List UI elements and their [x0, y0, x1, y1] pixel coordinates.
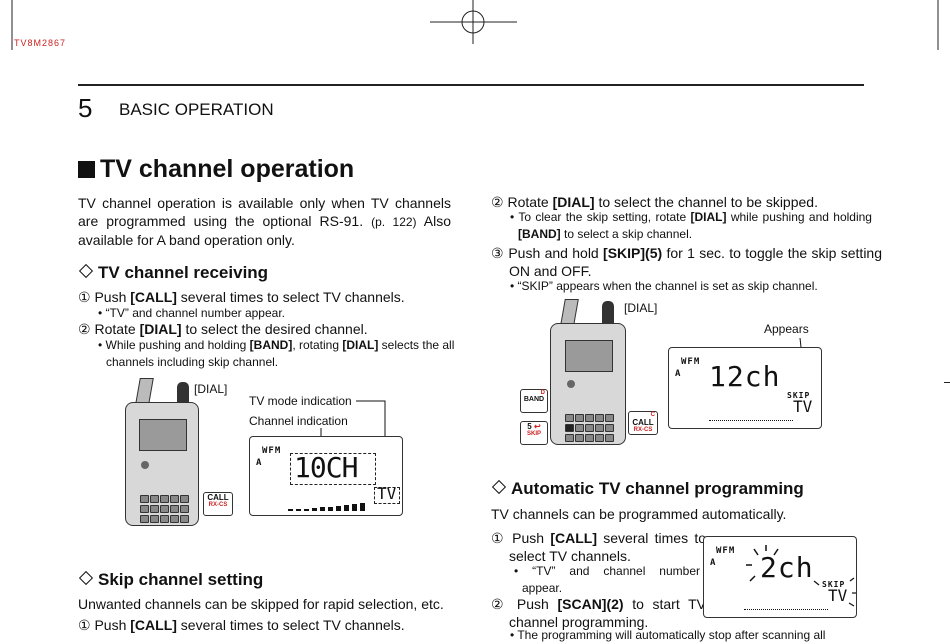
section-title: BASIC OPERATION: [119, 100, 274, 119]
signal-meter: [288, 503, 365, 511]
skip-indicator: SKIP: [822, 580, 846, 589]
appears-label: Appears: [764, 322, 809, 336]
skip-5-button[interactable]: 5 ↩ SKIP: [520, 421, 548, 445]
heading-automatic-tv-programming: Automatic TV channel programming: [491, 479, 804, 499]
dial-label-1: [DIAL]: [194, 382, 228, 396]
receiving-note-1: • “TV” and channel number appear.: [98, 306, 285, 320]
auto-note-1: • “TV” and channel number appear.: [514, 564, 700, 595]
edge-tick: [944, 382, 950, 383]
dial-label-2: [DIAL]: [624, 301, 658, 315]
auto-step-1: ① Push [CALL] several times to select TV…: [491, 530, 706, 564]
tv-dashed-box: [374, 487, 400, 504]
signal-meter: [709, 420, 793, 421]
band-indicator: A: [675, 369, 682, 379]
channel-dashed-box: [290, 453, 376, 485]
wfm-indicator: WFM: [681, 357, 701, 367]
tv-mode-indication-label: TV mode indication: [249, 394, 352, 408]
channel-number: 10CH: [294, 451, 358, 484]
channel-indication-label: Channel indication: [249, 414, 348, 428]
registration-marks: [11, 0, 939, 50]
auto-intro: TV channels can be programmed automatica…: [491, 506, 787, 522]
wfm-indicator: WFM: [716, 546, 736, 556]
skip-step-1: ① Push [CALL] several times to select TV…: [78, 617, 405, 633]
heading-tv-channel-receiving: TV channel receiving: [78, 263, 268, 283]
receiving-step-2: ② Rotate [DIAL] to select the desired ch…: [78, 321, 368, 337]
heading-skip-channel-setting: Skip channel setting: [78, 570, 263, 590]
blink-marks: [746, 545, 779, 582]
header-rule: [78, 84, 864, 86]
skip-note-3: • “SKIP” appears when the channel is set…: [510, 279, 818, 293]
auto-note-2: • The programming will automatically sto…: [510, 628, 826, 642]
auto-step-2: ② Push [SCAN](2) to start TV channel pro…: [491, 596, 706, 630]
skip-intro: Unwanted channels can be skipped for rap…: [78, 596, 444, 612]
tv-indicator: TV: [793, 397, 813, 416]
radio-body: [550, 323, 626, 445]
intro-paragraph: TV channel operation is available only w…: [78, 195, 452, 248]
radio-screen: [565, 340, 613, 372]
radio-body: [125, 402, 199, 526]
wfm-indicator: WFM: [262, 446, 282, 456]
receiving-step-1: ① Push [CALL] several times to select TV…: [78, 289, 405, 305]
square-bullet-icon: [78, 161, 95, 178]
skip-indicator: SKIP: [787, 391, 811, 400]
skip-note-2: • To clear the skip setting, rotate [DIA…: [510, 210, 872, 241]
dial-knob: [602, 301, 614, 325]
skip-step-3: ③ Push and hold [SKIP](5) for 1 sec. to …: [491, 245, 883, 279]
radio-screen: [139, 419, 187, 451]
skip-step-2: ② Rotate [DIAL] to select the channel to…: [491, 194, 818, 210]
return-arrow-icon: ↩: [533, 422, 541, 431]
channel-number: 2ch: [760, 551, 814, 584]
lcd-display-1: WFM A 10CH TV: [249, 436, 403, 516]
page-number: 5: [78, 93, 93, 123]
tv-indicator: TV: [828, 586, 848, 605]
lcd-display-3: WFM A 2ch SKIP TV: [703, 536, 857, 618]
receiving-note-2: • While pushing and holding [BAND], rota…: [98, 338, 455, 369]
dial-knob: [177, 382, 189, 404]
blink-marks-right: [813, 577, 856, 607]
signal-meter: [744, 609, 828, 610]
band-indicator: A: [710, 558, 717, 568]
band-indicator: A: [256, 458, 263, 468]
corner-code: TV8M2867: [14, 38, 67, 48]
main-title: TV channel operation: [78, 155, 354, 184]
channel-number: 12ch: [709, 360, 781, 393]
lcd-display-2: WFM A 12ch SKIP TV: [668, 347, 822, 429]
diamond-icon: [491, 479, 507, 495]
tv-indicator: TV: [377, 484, 397, 503]
